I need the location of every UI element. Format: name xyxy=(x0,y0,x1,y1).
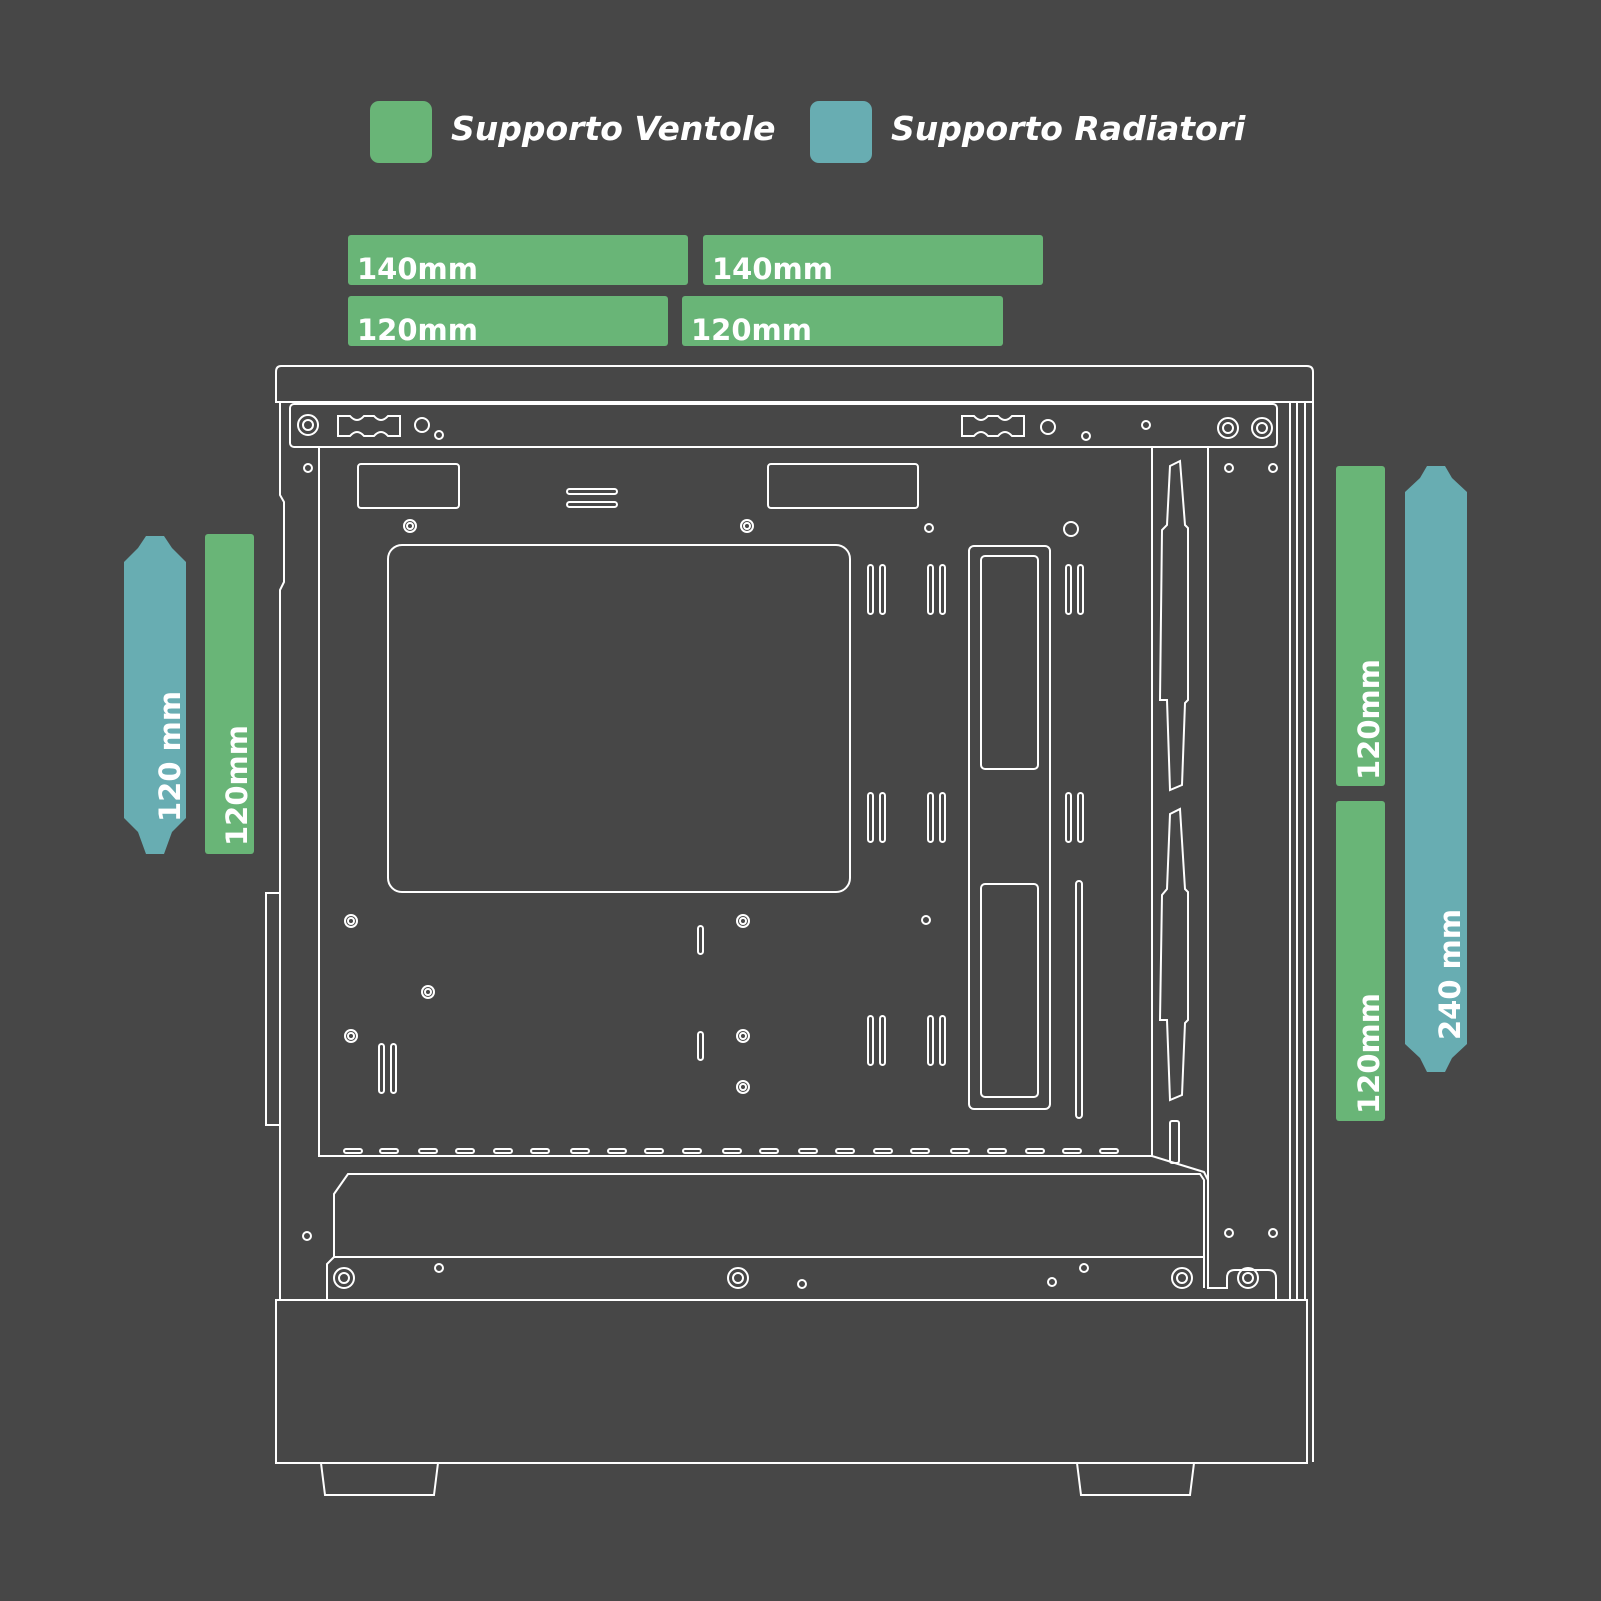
cable-grommet xyxy=(767,463,919,509)
rear-radiator-label: 120 mm xyxy=(153,690,187,822)
cpu-cutout xyxy=(387,544,851,893)
front-radiator-label: 240 mm xyxy=(1433,908,1467,1040)
rear-io-cover xyxy=(265,892,281,1126)
foot-left xyxy=(320,1462,439,1496)
front-radiator-shape xyxy=(1405,466,1467,1072)
legend-label-fans: Supporto Ventole xyxy=(451,109,776,148)
motherboard-tray xyxy=(318,447,1153,1157)
screw-holes xyxy=(297,414,1273,1289)
legend-swatch-radiators xyxy=(810,101,872,163)
front-fan-120-top xyxy=(1336,466,1385,786)
front-bracket xyxy=(1158,807,1189,1102)
mount-holes xyxy=(302,417,1278,1289)
rear-fan-120 xyxy=(205,534,254,854)
cable-grommet xyxy=(357,463,460,509)
tie-slots xyxy=(378,564,1084,1094)
case-shell xyxy=(279,402,285,1300)
top-panel xyxy=(275,365,1314,403)
case-base xyxy=(275,1299,1308,1464)
legend-swatch-fans xyxy=(370,101,432,163)
legend-label-radiators: Supporto Radiatori xyxy=(891,109,1246,148)
rear-radiator-shape xyxy=(124,536,186,854)
foot-right xyxy=(1076,1462,1195,1496)
top-fan-140-right: 140mm xyxy=(703,235,1043,285)
front-fan-120-bottom xyxy=(1336,801,1385,1121)
front-bracket xyxy=(1158,459,1189,792)
shroud-vents xyxy=(343,1148,1119,1154)
top-rail xyxy=(289,403,1278,448)
drive-bracket xyxy=(968,545,1051,1110)
top-fan-120-left: 120mm xyxy=(348,296,668,346)
psu-shroud xyxy=(319,1155,1228,1289)
top-fan-140-left: 140mm xyxy=(348,235,688,285)
top-fan-120-right: 120mm xyxy=(682,296,1003,346)
